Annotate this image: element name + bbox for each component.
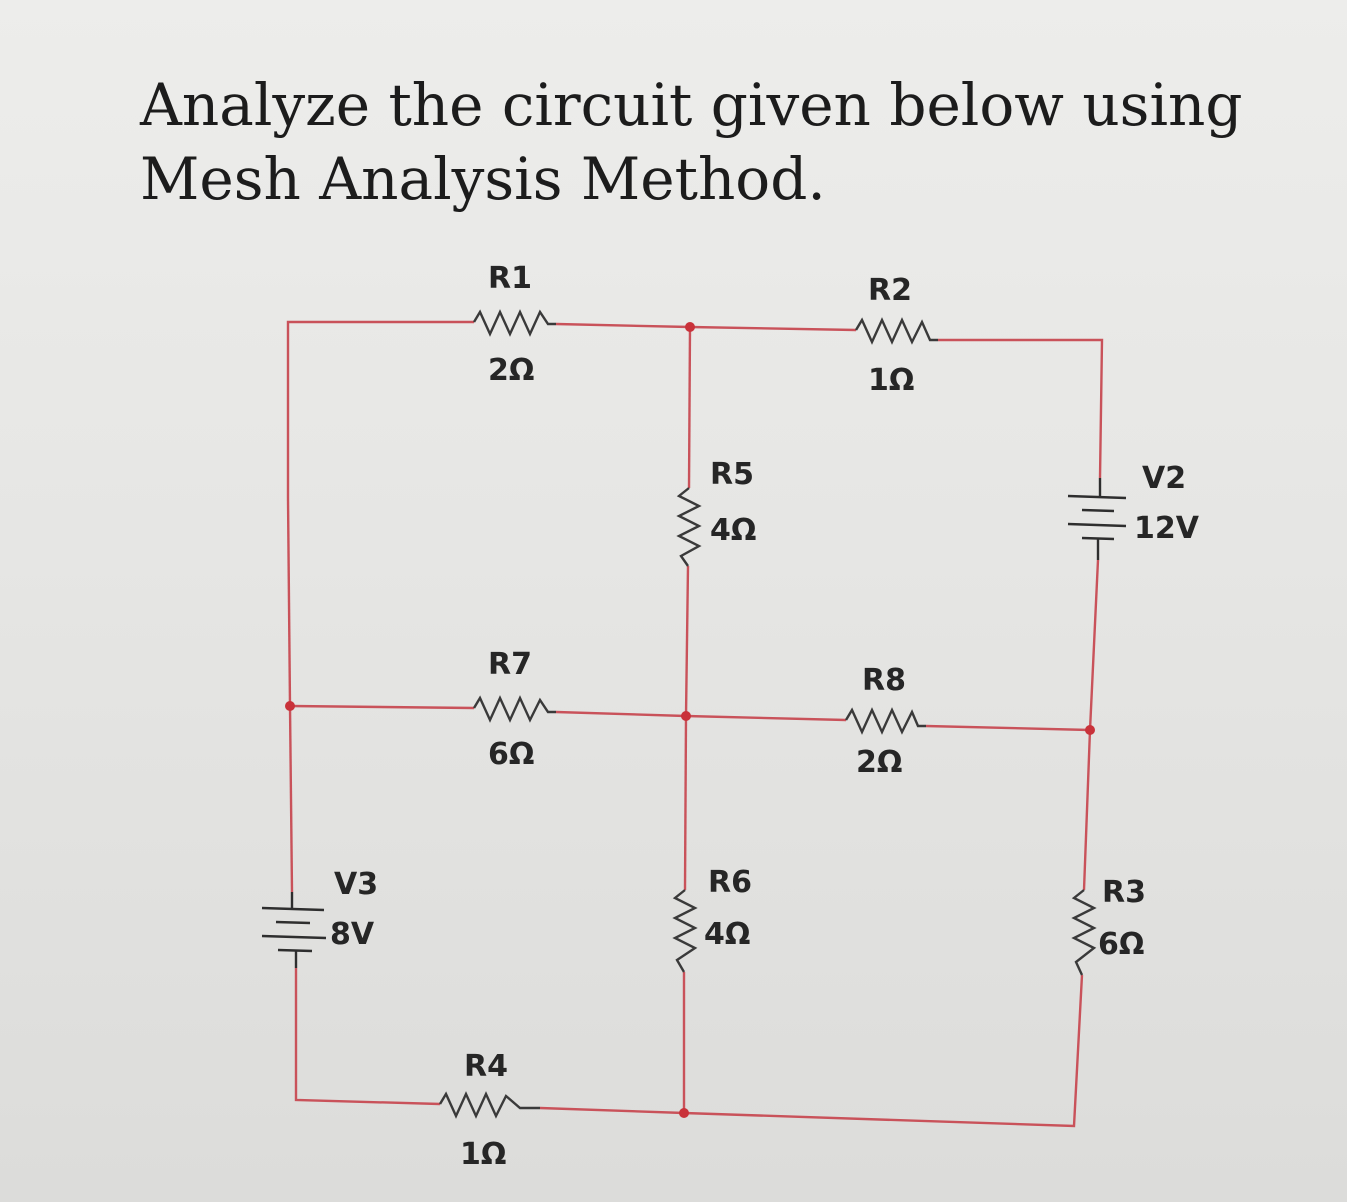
wire-top-left (286, 320, 474, 498)
node-bottom-center (679, 1108, 689, 1118)
label-r2-name: R2 (868, 273, 912, 308)
resistor-r1-symbol (472, 309, 556, 337)
resistor-r5-symbol (676, 487, 702, 567)
label-r8-name: R8 (862, 663, 906, 698)
label-r8-value: 2Ω (856, 745, 902, 780)
node-left-middle (285, 701, 295, 711)
resistor-r7-symbol (472, 695, 556, 723)
label-r1-name: R1 (488, 261, 532, 296)
label-r7-value: 6Ω (488, 737, 534, 772)
wire-r7-to-node-center (555, 710, 687, 718)
wire-r2-to-v2 (938, 338, 1104, 479)
wire-v3-to-node-left (288, 705, 294, 893)
battery-v3-symbol (261, 892, 327, 968)
label-r3-value: 6Ω (1098, 927, 1144, 962)
label-r1-value: 2Ω (488, 353, 534, 388)
resistor-r2-symbol (854, 317, 938, 345)
label-v3-name: V3 (334, 867, 378, 902)
resistor-r4-symbol (438, 1091, 540, 1119)
resistor-r8-symbol (844, 707, 926, 735)
label-v3-value: 8V (330, 917, 375, 952)
label-r6-value: 4Ω (704, 917, 750, 952)
wire-node-center-to-r8 (685, 714, 847, 722)
resistor-r3-symbol (1071, 889, 1097, 976)
wire-r3-to-bottom (683, 974, 1084, 1128)
node-top-middle (685, 322, 695, 332)
nodes (285, 322, 1095, 1118)
battery-v2-symbol (1067, 478, 1127, 560)
wire-node-left-to-r7 (289, 704, 475, 710)
wire-bottom-to-r4 (539, 1106, 685, 1115)
label-r4-value: 1Ω (460, 1137, 506, 1172)
label-r3-name: R3 (1102, 875, 1146, 910)
wire-node-top-to-r2 (689, 325, 857, 332)
resistor-r6-symbol (672, 889, 698, 973)
wire-r4-to-v3 (294, 968, 441, 1106)
question-text: Analyze the circuit given below using Me… (140, 71, 1243, 213)
wire-node-right-to-r3 (1082, 729, 1092, 891)
label-r5-value: 4Ω (710, 513, 756, 548)
label-r6-name: R6 (708, 865, 752, 900)
wire-r8-to-node-right (925, 724, 1091, 732)
wire-v2-to-node-right (1088, 559, 1100, 731)
wire-node-center-to-r6 (683, 715, 688, 891)
wire-r1-to-node-top (555, 322, 691, 329)
node-right-middle (1085, 725, 1095, 735)
label-r4-name: R4 (464, 1049, 508, 1084)
wire-r5-to-node-center (684, 565, 690, 717)
label-r5-name: R5 (710, 457, 754, 492)
label-v2-value: 12V (1134, 511, 1200, 546)
wires (286, 320, 1104, 1128)
wire-node-top-to-r5 (687, 326, 692, 489)
label-r2-value: 1Ω (868, 363, 914, 398)
label-v2-name: V2 (1142, 461, 1186, 496)
node-center (681, 711, 691, 721)
label-r7-name: R7 (488, 647, 532, 682)
wire-node-left-up (286, 497, 292, 707)
